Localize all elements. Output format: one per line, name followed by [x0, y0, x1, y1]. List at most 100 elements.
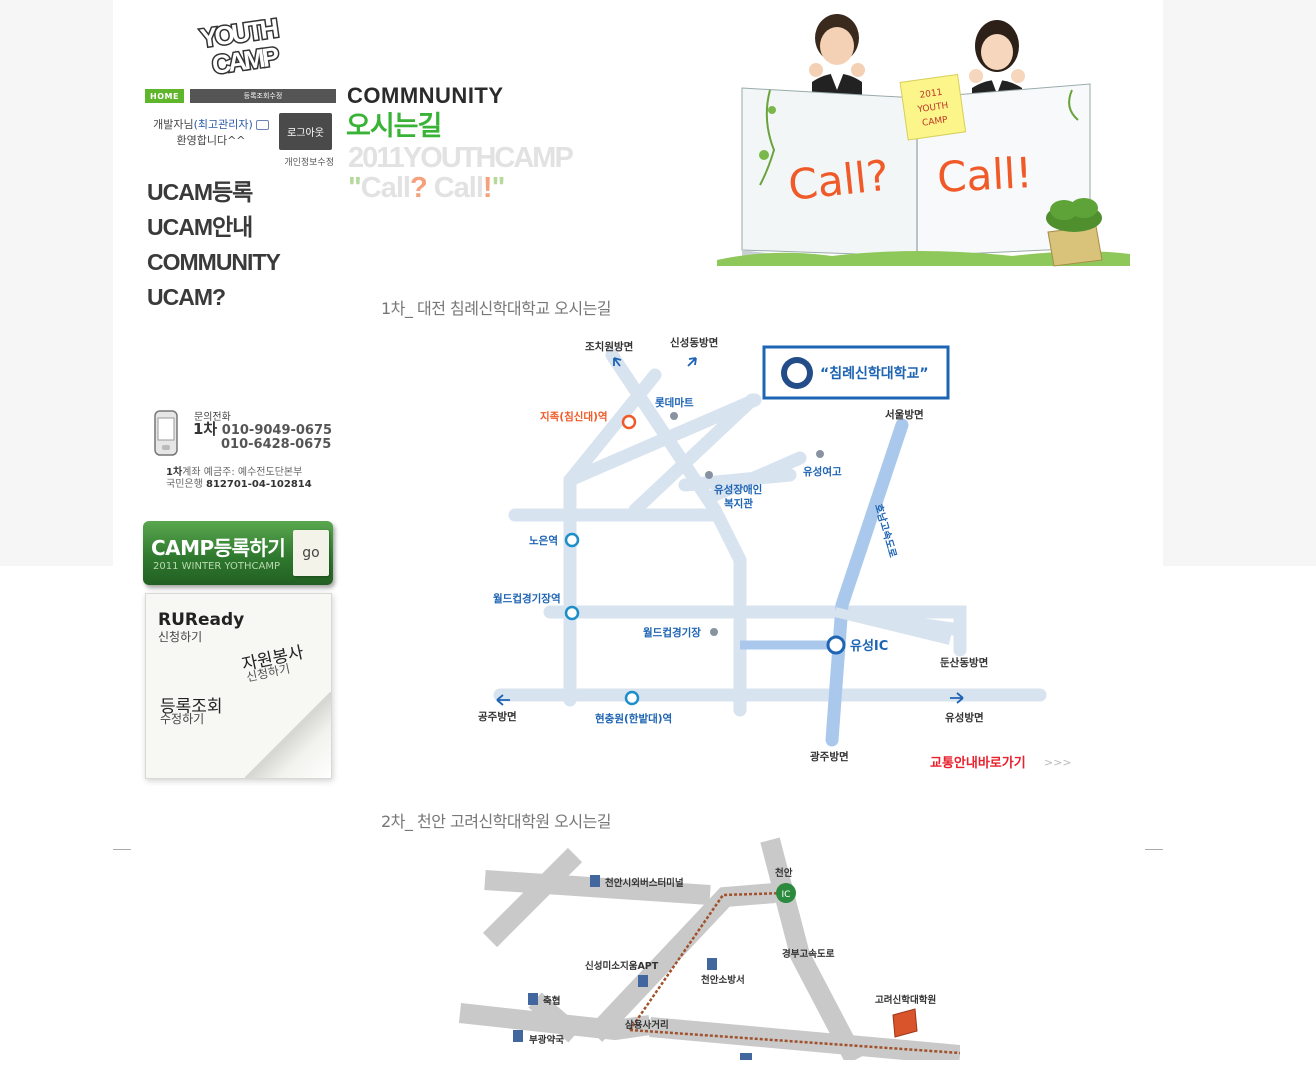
label-gongju: 공주방면: [478, 710, 517, 723]
quote-close: ": [491, 172, 506, 204]
rurready-link[interactable]: RUReady: [158, 610, 245, 630]
label-bugwang: 부광약국: [529, 1034, 564, 1046]
page-curl: [245, 692, 331, 778]
menu-item-ucam-question[interactable]: UCAM?: [147, 284, 226, 310]
account-info: 1차계좌 예금주: 예수전도단본부 국민은행 812701-04-102814: [166, 467, 312, 491]
bank-name: 국민은행: [166, 479, 203, 490]
call-question: ?: [409, 172, 428, 204]
label-dunsan: 둔산동방면: [940, 656, 988, 669]
user-welcome: 개발자님(최고관리자) 환영합니다^^: [146, 117, 276, 149]
sticky-note: 2011 YOUTH CAMP: [899, 73, 967, 141]
label-yuseong-girls: 유성여고: [803, 465, 842, 478]
page-subtitle-call: "Call? Call!": [348, 172, 506, 205]
label-sinseong-apt: 신성미소지움APT: [585, 960, 659, 972]
contact-phone-2: 010-6428-0675: [221, 437, 332, 452]
label-terminal: 천안시외버스터미널: [605, 877, 684, 889]
plant-pot: [1046, 198, 1103, 267]
station-hyeonchungwon: [624, 690, 640, 706]
school-badge-text: “침례신학대학교”: [820, 366, 929, 382]
edit-registration-link[interactable]: 등록조회수정: [190, 89, 336, 103]
rurready-sub: 신청하기: [158, 630, 203, 644]
contact-order: 1차: [193, 420, 218, 438]
left-edge-mark: [113, 849, 131, 850]
go-icon: go: [293, 530, 329, 576]
section1-title: 1차_ 대전 침례신학대학교 오시는길: [381, 299, 612, 318]
menu-item-ucam-register[interactable]: UCAM등록: [147, 179, 253, 205]
mobile-phone-icon: [154, 410, 178, 456]
home-button[interactable]: HOME: [145, 89, 184, 103]
registration-sub: 수정하기: [160, 712, 205, 726]
label-jijok: 지족(침신대)역: [540, 410, 608, 423]
quote-open: ": [348, 172, 362, 204]
privacy-edit-link[interactable]: 개인정보수정: [284, 158, 334, 168]
cheonan-map: IC 천안시외버스터미널 천안 경부고속도로 신성미소지움APT 천안소방서 고…: [458, 837, 960, 1060]
label-gwangju: 광주방면: [810, 750, 849, 763]
label-samyong: 삼용사거리: [625, 1019, 669, 1031]
label-gyeongbu: 경부고속도로: [782, 948, 835, 960]
account-order: 1차: [166, 467, 183, 478]
station-jijok: [621, 414, 637, 430]
label-seoul: 서울방면: [885, 408, 924, 421]
user-role: (최고관리자): [193, 118, 253, 131]
label-honam-highway: 호남고속도로: [872, 502, 900, 559]
label-lotte: 롯데마트: [655, 396, 694, 409]
label-fire-station: 천안소방서: [701, 974, 745, 986]
quick-menu-card: RUReady 신청하기 자원봉사 신청하기 등록조회 수정하기: [145, 593, 332, 779]
yuseong-ic-marker: [826, 635, 846, 655]
call-word-2: Call: [426, 172, 484, 204]
label-goryeo: 고려신학대학원: [875, 994, 936, 1006]
goryeo-building-icon: [892, 1008, 918, 1038]
youthcamp-logo[interactable]: YOUTH CAMP: [196, 12, 284, 82]
section2-title: 2차_ 천안 고려신학대학원 오시는길: [381, 812, 612, 831]
account-number: 812701-04-102814: [206, 479, 312, 490]
ic-marker: IC: [782, 890, 791, 900]
note-line1: 2011: [919, 88, 943, 101]
page-title: 오시는길: [346, 111, 442, 142]
contact-numbers: 1차 010-9049-0675 010-6428-0675: [193, 422, 332, 452]
label-cheonan: 천안: [775, 867, 793, 879]
banner-call-left: Call?: [786, 151, 891, 210]
label-sinseong: 신성동방면: [670, 336, 718, 349]
traffic-guide-link[interactable]: 교통안내바로가기 >>>: [930, 755, 1072, 771]
station-worldcup: [564, 605, 580, 621]
account-label: 계좌 예금주: 예수전도단본부: [182, 467, 303, 478]
right-edge-mark: [1145, 849, 1163, 850]
side-menu: UCAM등록 UCAM안내 COMMUNITY UCAM?: [147, 175, 281, 315]
daejeon-map: “침례신학대학교” 조치원방면 신성동방면 롯데마트 지족(침신대)역 서울방면…: [478, 336, 1072, 771]
menu-item-ucam-guide[interactable]: UCAM안내: [147, 214, 253, 240]
logout-button[interactable]: 로그아웃: [279, 113, 332, 150]
contact-phone-1: 010-9049-0675: [221, 423, 333, 438]
section-label: COMMNUNITY: [347, 83, 504, 108]
label-jochiwon: 조치원방면: [585, 340, 633, 353]
contact-title: 문의전화: [194, 412, 231, 423]
label-disabled-center-1: 유성장애인: [714, 483, 762, 496]
label-worldcup-station: 월드컵경기장역: [493, 592, 561, 605]
label-worldcup-stadium: 월드컵경기장: [643, 626, 701, 639]
chevron-right-icon: >>>: [1044, 756, 1072, 769]
girl-illustration: [969, 20, 1025, 100]
label-yuseong-ic: 유성IC: [850, 639, 888, 654]
label-yuseong-dir: 유성방면: [945, 711, 984, 724]
note-line2: YOUTH: [916, 101, 949, 115]
welcome-text: 환영합니다^^: [176, 134, 246, 147]
boy-illustration: [809, 14, 865, 95]
registration-link[interactable]: 등록조회: [160, 697, 223, 717]
mail-icon[interactable]: [255, 120, 269, 130]
menu-item-community[interactable]: COMMUNITY: [147, 249, 281, 275]
label-disabled-center-2: 복지관: [724, 497, 753, 510]
school-badge[interactable]: “침례신학대학교”: [762, 345, 950, 400]
call-call-banner: 2011 YOUTH CAMP Call? Call!: [717, 14, 1130, 267]
camp-register-title: CAMP등록하기: [151, 536, 286, 560]
page-subtitle-year: 2011YOUTHCAMP: [348, 142, 574, 174]
call-word-1: Call: [360, 172, 411, 204]
user-name: 개발자님: [153, 118, 194, 131]
camp-register-subtitle: 2011 WINTER YOTHCAMP: [153, 561, 281, 572]
station-noeun: [564, 532, 580, 548]
call-exclaim: !: [482, 172, 493, 204]
banner-call-right: Call!: [936, 148, 1034, 202]
note-line3: CAMP: [922, 115, 949, 129]
traffic-guide-text[interactable]: 교통안내바로가기: [930, 755, 1026, 771]
label-noeun: 노은역: [529, 534, 558, 547]
label-chukhyeop: 축협: [543, 995, 560, 1007]
camp-register-button[interactable]: CAMP등록하기 2011 WINTER YOTHCAMP go: [143, 521, 333, 585]
